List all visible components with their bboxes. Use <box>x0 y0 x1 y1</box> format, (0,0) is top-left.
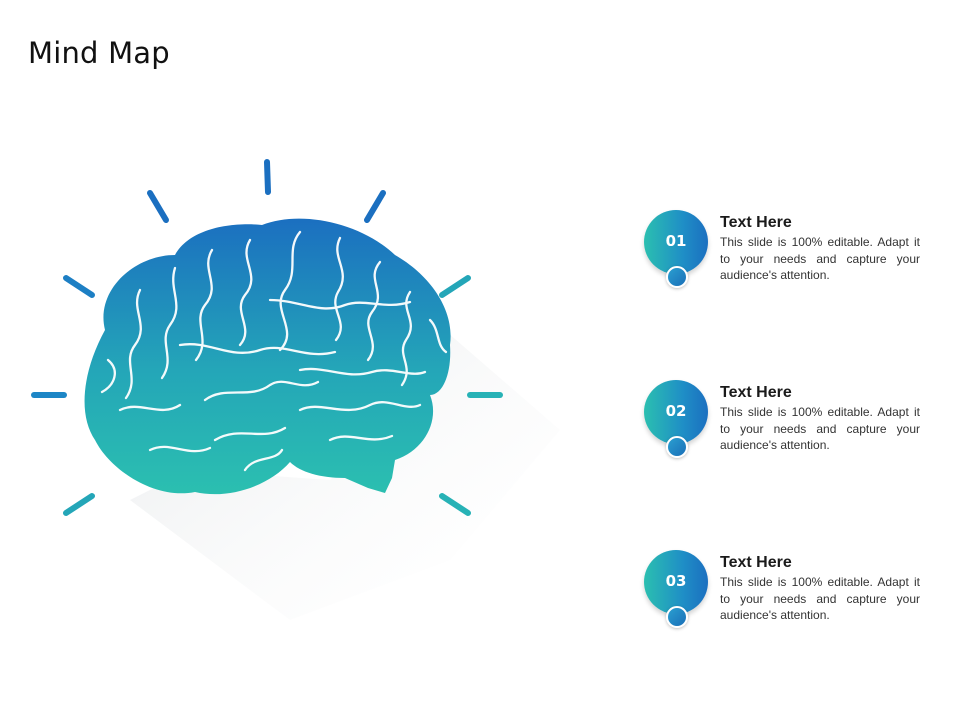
number-label: 03 <box>665 572 687 590</box>
brain-illustration <box>31 159 560 620</box>
item-heading: Text Here <box>720 554 792 571</box>
ray-top-left <box>147 190 169 223</box>
item-heading: Text Here <box>720 214 792 231</box>
brain-folds <box>100 230 448 472</box>
connector-dot <box>666 606 688 628</box>
ray-top <box>264 159 271 195</box>
item-text: This slide is 100% editable. Adapt it to… <box>720 235 920 282</box>
item-text: This slide is 100% editable. Adapt it to… <box>720 405 920 452</box>
ray-top-right <box>364 190 386 223</box>
radiating-lines <box>31 159 503 516</box>
brain-shape <box>84 218 451 495</box>
brain-icon <box>84 218 451 495</box>
brain-shadow <box>130 300 560 620</box>
list-item: 01 Text Here This slide is 100% editable… <box>640 210 940 300</box>
number-badge: 02 <box>644 380 708 444</box>
page-title: Mind Map <box>28 36 170 70</box>
item-heading: Text Here <box>720 384 792 401</box>
ray-right-lower <box>439 493 471 516</box>
item-text: This slide is 100% editable. Adapt it to… <box>720 575 920 622</box>
number-label: 02 <box>665 402 687 420</box>
number-badge: 03 <box>644 550 708 614</box>
number-label: 01 <box>665 232 687 250</box>
ray-left-upper <box>63 275 95 298</box>
number-badge: 01 <box>644 210 708 274</box>
ray-right-upper <box>439 275 471 298</box>
connector-dot <box>666 436 688 458</box>
ray-left-lower <box>63 493 95 516</box>
connector-dot <box>666 266 688 288</box>
list-item: 03 Text Here This slide is 100% editable… <box>640 550 940 640</box>
list-item: 02 Text Here This slide is 100% editable… <box>640 380 940 470</box>
